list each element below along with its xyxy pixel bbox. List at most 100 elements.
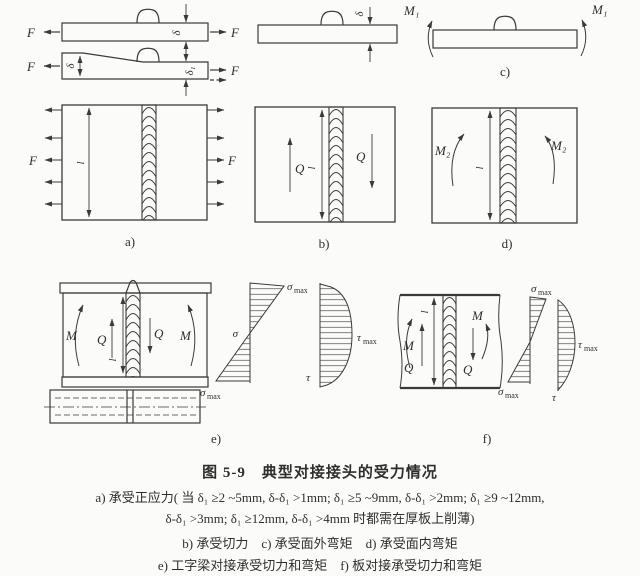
length-label: l (75, 161, 87, 164)
weld-bead-icon (320, 10, 344, 26)
moment-label: M (179, 328, 192, 343)
moment-arrow-left (406, 318, 413, 369)
moment-label: M (471, 308, 484, 323)
panel-f-tau-diagram (557, 299, 576, 392)
force-label: F (26, 25, 36, 40)
stress-label-sub: max (584, 344, 598, 353)
stress-label-sub: max (294, 286, 308, 295)
length-label: l (306, 166, 318, 169)
weld-bead-icon (125, 279, 141, 294)
stress-label: τ (552, 392, 557, 404)
shear-label: Q (295, 161, 305, 176)
moment-label: M₁ (591, 2, 607, 17)
weld-seam (328, 106, 344, 223)
break-line-left (397, 294, 403, 389)
moment-label: M₂ (550, 138, 567, 153)
panel-letter-e: e) (211, 431, 221, 446)
panel-letter-d: d) (502, 236, 513, 251)
stress-label: σ (200, 387, 206, 399)
bending-stress-bottom (215, 331, 251, 382)
caption-line-bcd: b) 承受切力 c) 承受面外弯矩 d) 承受面内弯矩 (182, 536, 458, 551)
panel-a-bars (43, 4, 227, 96)
caption-line-a2: δ-δ₁ >3mm; δ₁ ≥12mm, δ-δ₁ >4mm 时都需在厚板上削薄… (165, 511, 475, 526)
stress-label: τ (357, 332, 362, 344)
bar-equal-thickness (257, 7, 398, 62)
force-label: F (28, 153, 38, 168)
panel-e-tau-diagram (319, 283, 353, 388)
moment-arrow-right (544, 135, 555, 185)
moment-arrow-right (580, 19, 588, 57)
panel-f-plate (397, 293, 503, 390)
panel-e-beam (44, 279, 212, 424)
length-label: l (474, 166, 486, 169)
shear-label: Q (97, 332, 107, 347)
bottom-flange (61, 376, 209, 388)
thickness-dimensions (77, 4, 189, 96)
moment-arrow-left (426, 20, 434, 58)
thickness-label: δ₁ (184, 66, 196, 75)
bar-upper (61, 22, 209, 42)
diagram-canvas: F F F F δ δ δ₁ δ M₁ M₁ c) (26, 2, 607, 446)
moment-label: M (402, 338, 415, 353)
panel-e-sigma-diagram (215, 282, 285, 383)
moment-arrow-right (481, 323, 491, 360)
thickness-label: δ (354, 11, 366, 17)
stress-label: σ (287, 281, 293, 293)
weld-seam (442, 294, 457, 389)
stress-label-sub: max (505, 391, 519, 400)
top-flange (59, 282, 212, 294)
bending-stress-bottom (507, 341, 531, 383)
panel-c (426, 15, 588, 58)
moment-label: M (65, 328, 78, 343)
stress-label: τ (578, 339, 583, 351)
force-label: F (227, 153, 237, 168)
stress-label: τ (306, 372, 311, 384)
panel-letter-c: c) (500, 64, 510, 79)
stress-label-sub: max (207, 392, 221, 401)
shear-label: Q (356, 149, 366, 164)
moment-label: M₂ (434, 143, 451, 158)
stress-label-sub: max (538, 288, 552, 297)
bending-stress-top (249, 282, 285, 335)
moment-label: M₁ (403, 3, 419, 18)
bar-moment (432, 29, 578, 49)
shear-label: Q (404, 360, 414, 375)
force-label: F (230, 25, 240, 40)
caption-line-ef: e) 工字梁对接承受切力和弯矩 f) 板对接承受切力和弯矩 (157, 558, 483, 573)
weld-seam (125, 292, 141, 378)
break-line-right (498, 294, 503, 389)
panel-letter-f: f) (483, 431, 492, 446)
figure-caption-title: 图 5-9 典型对接接头的受力情况 (202, 465, 438, 481)
weld-bead-icon (493, 15, 517, 31)
shear-stress-shape (319, 283, 353, 388)
panel-b-plate (254, 106, 396, 223)
force-label: F (26, 59, 36, 74)
stress-label: σ (498, 386, 504, 398)
bar-lower-tapered (61, 52, 209, 80)
tension-arrows (44, 107, 225, 207)
panel-f-sigma-diagram (507, 296, 547, 384)
panel-letter-b: b) (319, 236, 330, 251)
panel-letter-a: a) (125, 234, 135, 249)
weld-bead-icon (136, 47, 160, 63)
bending-stress-top (529, 296, 547, 343)
weld-seam (499, 107, 517, 224)
moment-arrow-left (74, 304, 84, 367)
thickness-label: δ (65, 63, 77, 69)
shear-label: Q (463, 362, 473, 377)
caption-line-a1: a) 承受正应力( 当 δ₁ ≥2 ~5mm, δ-δ₁ >1mm; δ₁ ≥5… (95, 490, 545, 505)
shear-stress-shape (557, 299, 576, 392)
weld-seam (141, 104, 157, 221)
stress-label-sub: max (363, 337, 377, 346)
length-label: l (107, 358, 119, 361)
stress-label: σ (531, 283, 537, 295)
weld-bead-icon (136, 8, 160, 24)
flange-plan-view (49, 389, 201, 424)
stress-zero-label: σ (233, 328, 239, 340)
panel-d-plate (431, 107, 578, 224)
moment-arrow-right (187, 304, 196, 367)
thickness-label: δ (171, 30, 183, 36)
shear-label: Q (154, 326, 164, 341)
moment-arrow-left (451, 133, 465, 187)
